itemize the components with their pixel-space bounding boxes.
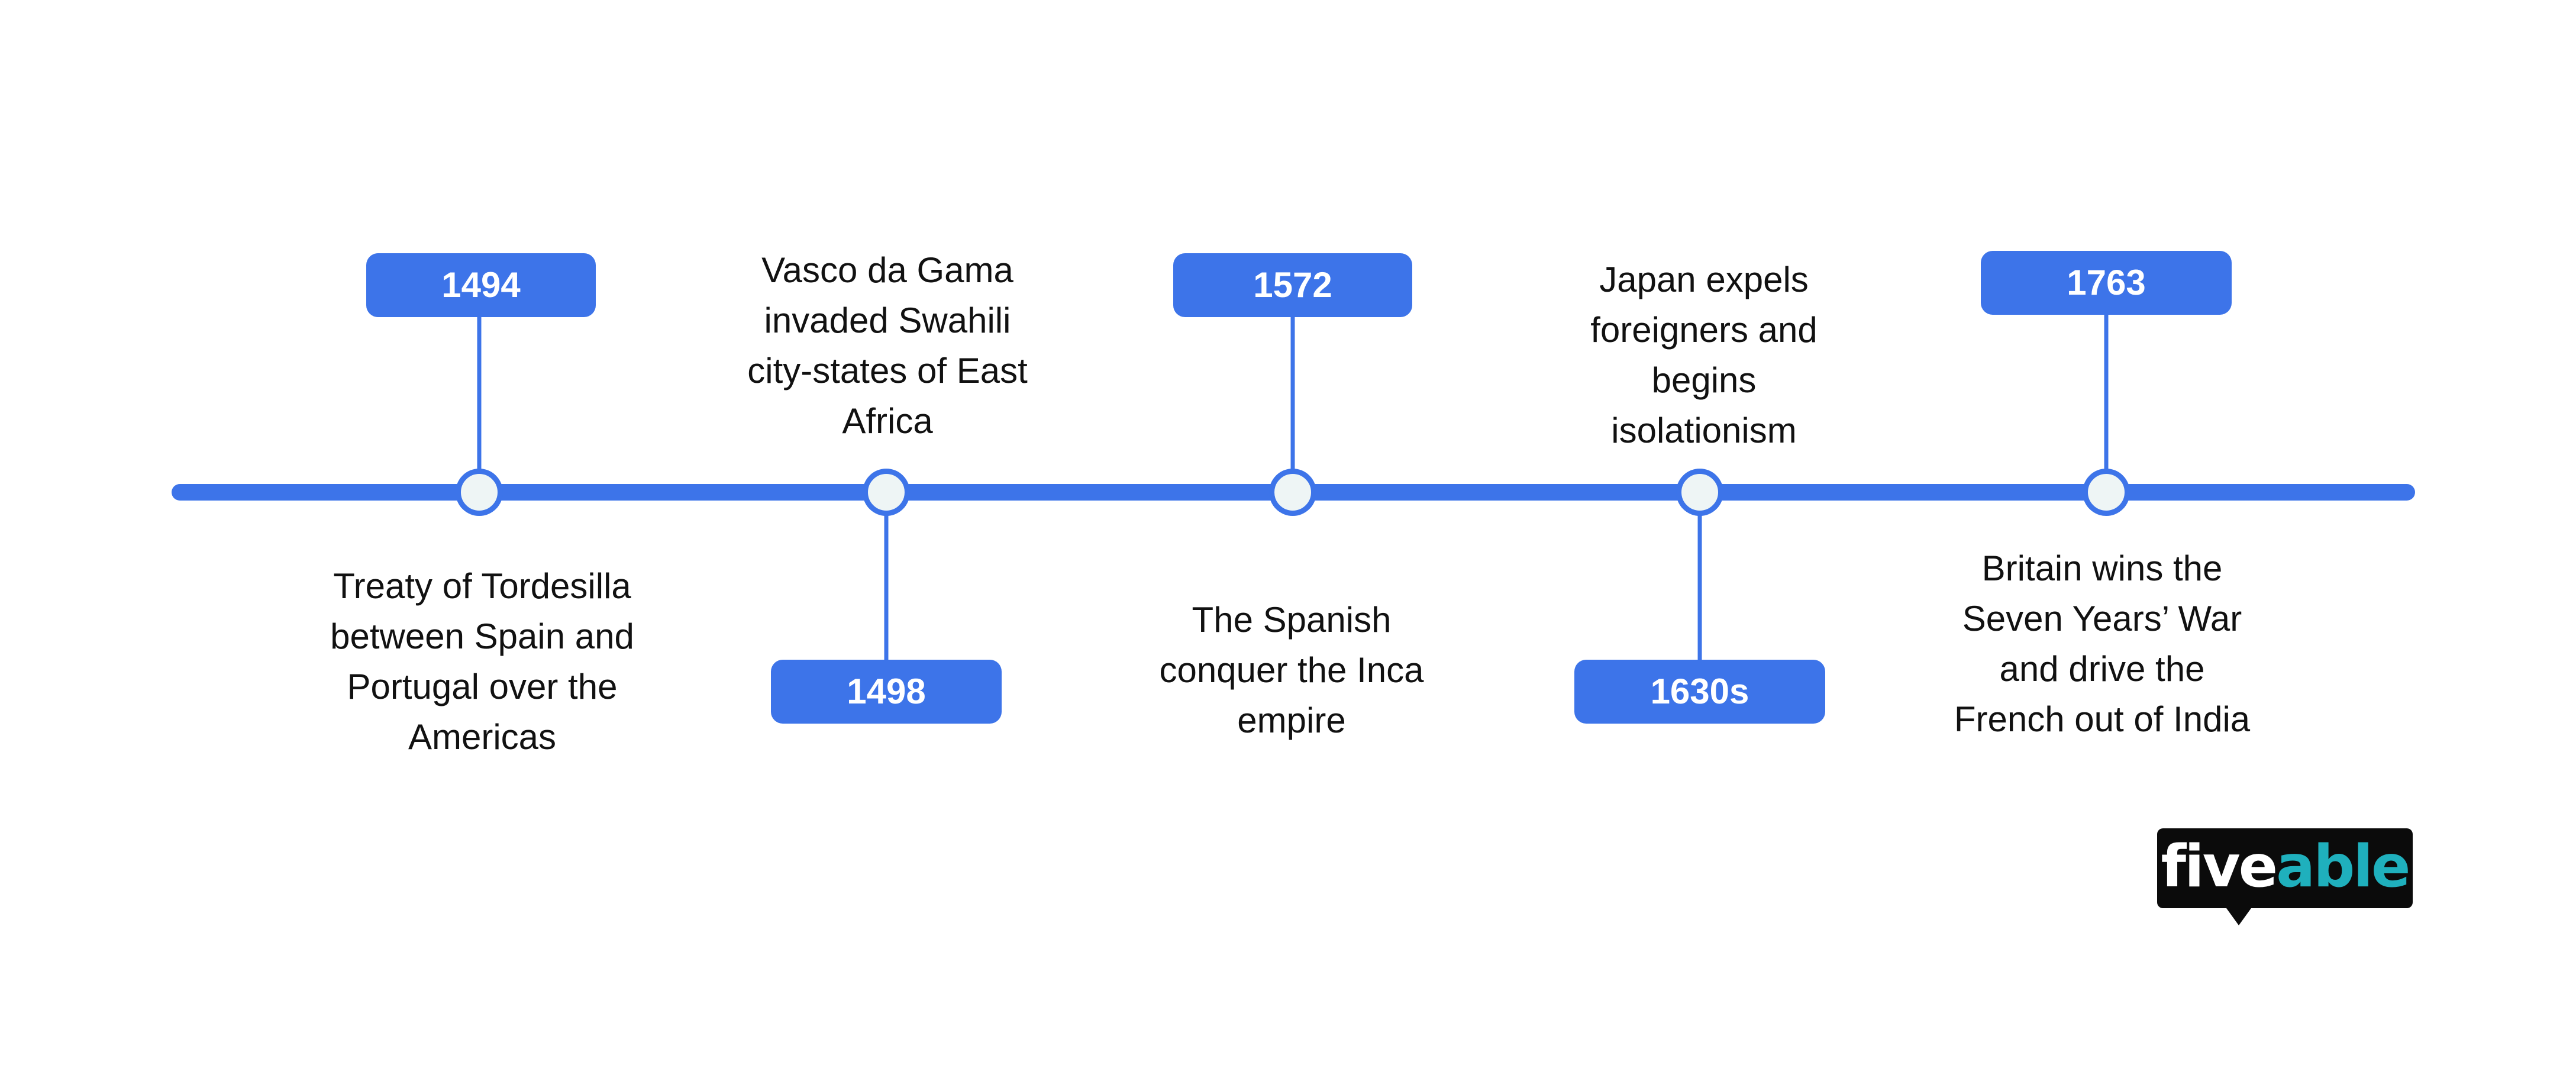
event-connector [2104, 312, 2109, 492]
logo-text-part-2: able [2276, 833, 2410, 901]
event-node [456, 469, 503, 516]
event-connector [1697, 492, 1702, 664]
event-description: Britain wins the Seven Years’ War and dr… [1954, 548, 2251, 739]
event-year-badge: 1630s [1574, 660, 1825, 724]
event-node [863, 469, 910, 516]
event-description: Japan expels foreigners and begins isola… [1590, 260, 1818, 450]
event-description: Vasco da Gama invaded Swahili city-state… [747, 250, 1028, 441]
event-connector [884, 492, 889, 664]
event-year-badge: 1498 [771, 660, 1002, 724]
event-node [1269, 469, 1316, 516]
event-description: Treaty of Tordesilla between Spain and P… [330, 566, 634, 757]
event-description: The Spanish conquer the Inca empire [1159, 600, 1424, 740]
event-node [1676, 469, 1723, 516]
event-connector [1290, 315, 1295, 492]
event-connector [477, 315, 482, 492]
logo-wordmark: fiveable [2157, 828, 2413, 908]
logo-text-part-1: five [2161, 833, 2278, 901]
event-year-badge: 1494 [366, 253, 596, 317]
event-year-badge: 1572 [1173, 253, 1412, 317]
logo-speech-tail [2223, 904, 2254, 925]
event-node [2083, 469, 2130, 516]
fiveable-logo: fiveable [2157, 828, 2413, 908]
event-year-badge: 1763 [1981, 251, 2232, 315]
